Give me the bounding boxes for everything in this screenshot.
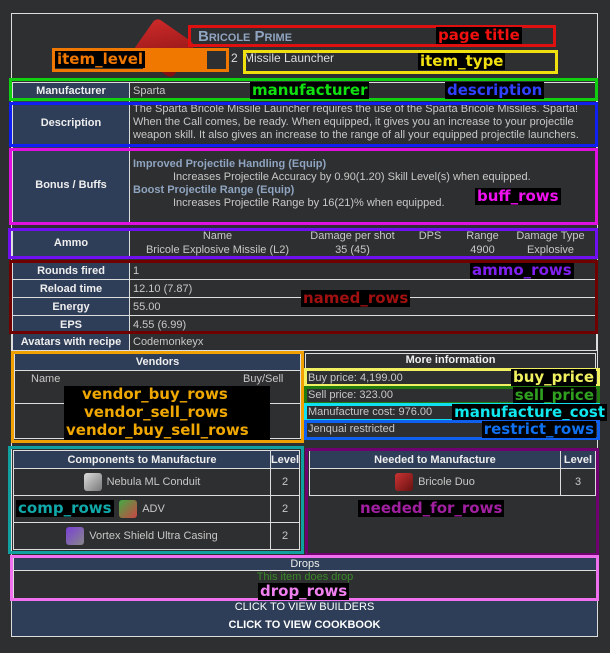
annotation-label: item_level <box>55 50 146 68</box>
annotation-label: vendor_buy_rows <box>80 385 230 403</box>
vendor-col-name: Name <box>31 373 61 385</box>
conduit-icon <box>83 473 102 491</box>
annotation-label: named_rows <box>301 289 411 307</box>
view-cookbook-link[interactable]: CLICK TO VIEW COOKBOOK <box>228 619 381 631</box>
annotation-label: needed_for_rows <box>358 499 505 517</box>
view-builders-link[interactable]: CLICK TO VIEW BUILDERS <box>234 601 375 613</box>
manufacturer-label: Manufacturer <box>12 82 130 100</box>
annotation-label: manufacturer <box>250 81 370 99</box>
named-row-label: Rounds fired <box>12 261 130 280</box>
description-value: The Sparta Bricole Missile Launcher requ… <box>129 99 597 146</box>
ammo-header: DPS <box>418 230 442 242</box>
annotation-label: restrict_rows <box>481 420 596 438</box>
component-level: 2 <box>270 468 300 496</box>
ammo-cell: 35 (45) <box>335 244 370 256</box>
component-icon <box>119 500 138 518</box>
annotation-label: vendor_buy_sell_rows <box>64 421 251 439</box>
drops-title: Drops <box>13 556 597 571</box>
manufacture-cost: Manufacture cost: 976.00 <box>308 406 433 418</box>
ammo-cell: 4900 <box>470 244 495 256</box>
casing-icon <box>66 527 85 545</box>
restrict-text: Jenquai restricted <box>308 423 395 435</box>
ammo-cell: Explosive <box>526 244 575 256</box>
ammo-header: Range <box>466 230 499 242</box>
needed-title: Needed to Manufacture <box>309 450 561 469</box>
components-title: Components to Manufacture <box>13 450 271 469</box>
buff-name: Boost Projectile Range (Equip) <box>133 184 295 196</box>
avatars-label: Avatars with recipe <box>12 333 130 351</box>
annotation-label: manufacture_cost <box>452 403 607 421</box>
launcher-icon <box>395 473 414 491</box>
annotation-label: buff_rows <box>475 187 561 205</box>
more-info-title: More information <box>305 353 596 369</box>
named-row-label: Reload time <box>12 279 130 298</box>
annotation-fill <box>143 49 205 71</box>
vendor-col-buysell: Buy/Sell <box>243 373 284 385</box>
annotation-label: vendor_sell_rows <box>82 403 230 421</box>
ammo-header: Damage per shot <box>310 230 395 242</box>
item-type: Missile Launcher <box>244 51 335 65</box>
annotation-label: page title <box>436 26 522 44</box>
annotation-label: buy_price <box>510 368 596 386</box>
ammo-header: Name <box>202 230 233 242</box>
buffs-label: Bonus / Buffs <box>12 146 130 224</box>
links-area <box>12 599 597 636</box>
annotation-label: sell_price <box>512 386 596 404</box>
description-label: Description <box>12 99 130 146</box>
annotation-label: drop_rows <box>258 582 350 600</box>
component-row[interactable]: Nebula ML Conduit <box>13 468 271 496</box>
component-name: ADV <box>142 503 165 515</box>
item-level: 2 <box>231 51 238 65</box>
ammo-cell: Bricole Explosive Missile (L2) <box>145 244 290 256</box>
component-name: Vortex Shield Ultra Casing <box>89 530 218 542</box>
ammo-label: Ammo <box>12 228 130 258</box>
vendors-title: Vendors <box>14 353 301 371</box>
buff-desc: Increases Projectile Range by 16(21)% wh… <box>173 197 445 209</box>
needed-name: Bricole Duo <box>418 476 475 488</box>
annotation-label: description <box>445 81 545 99</box>
needed-level-header: Level <box>560 450 596 469</box>
buff-desc: Increases Projectile Accuracy by 0.90(1.… <box>173 171 531 183</box>
component-name: Nebula ML Conduit <box>106 476 201 488</box>
named-row-value: 4.55 (6.99) <box>129 315 597 334</box>
buy-price: Buy price: 4,199.00 <box>308 372 403 384</box>
component-level: 2 <box>270 522 300 550</box>
needed-level: 3 <box>560 468 596 496</box>
annotation-label: comp_rows <box>16 499 114 517</box>
components-level-header: Level <box>270 450 300 469</box>
annotation-label: ammo_rows <box>470 261 574 279</box>
page-title: Bricole Prime <box>198 28 293 45</box>
ammo-table: Name Damage per shot DPS Range Damage Type B… <box>129 228 597 258</box>
component-row[interactable]: Vortex Shield Ultra Casing <box>13 522 271 550</box>
named-row-label: EPS <box>12 315 130 334</box>
ammo-header: Damage Type <box>516 230 585 242</box>
buff-name: Improved Projectile Handling (Equip) <box>133 158 327 170</box>
needed-row[interactable]: Bricole Duo <box>309 468 561 496</box>
avatars-value: Codemonkeyx <box>129 333 597 351</box>
component-level: 2 <box>270 495 300 523</box>
buffs-list: Improved Projectile Handling (Equip) Inc… <box>129 146 597 224</box>
sell-price: Sell price: 323.00 <box>308 389 393 401</box>
named-row-label: Energy <box>12 297 130 316</box>
annotation-label: item_type <box>418 52 506 70</box>
